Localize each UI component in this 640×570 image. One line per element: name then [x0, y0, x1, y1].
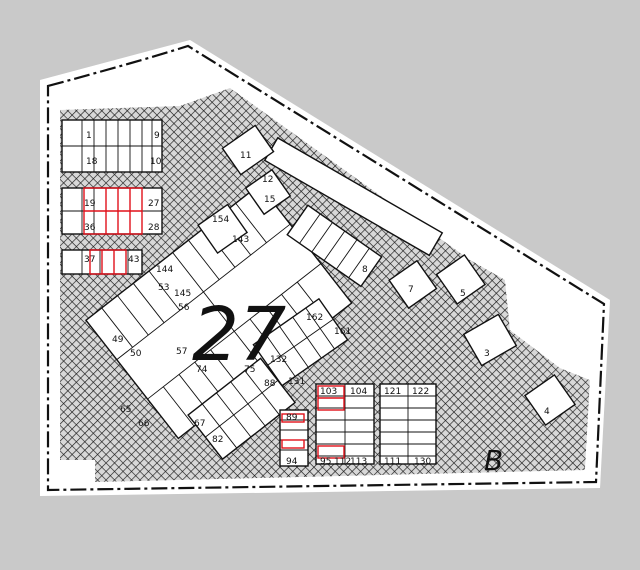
block-number: 27 — [192, 292, 286, 378]
lot-label: 9 — [154, 131, 160, 141]
lot-label: 132 — [270, 355, 287, 365]
building-11 — [221, 124, 275, 176]
lot-label: 5 — [460, 289, 466, 299]
lot-label: 122 — [412, 387, 429, 397]
lot-label: 111 — [384, 457, 401, 467]
garage-row-8 — [286, 204, 383, 288]
block-121-130 — [379, 383, 437, 465]
lot-label: 145 — [174, 289, 191, 299]
corner-mark: B — [484, 444, 503, 477]
block-89-94 — [279, 409, 309, 467]
lot-label: 143 — [232, 235, 249, 245]
lot-label: 53 — [158, 283, 169, 293]
lot-label: 161 — [334, 327, 351, 337]
lot-label: 57 — [176, 347, 187, 357]
lot-label: 121 — [384, 387, 401, 397]
building-12 — [244, 168, 292, 216]
block-131-162 — [252, 297, 349, 387]
lot-label: 36 — [84, 223, 96, 233]
lot-label: 7 — [408, 285, 414, 295]
lot-label: 3 — [484, 349, 490, 359]
lot-label: 15 — [264, 195, 275, 205]
lot-label: 113 — [350, 457, 367, 467]
block-95-113 — [315, 383, 375, 465]
lot-label: 8 — [362, 265, 368, 275]
lot-label: 56 — [178, 303, 190, 313]
block-75-82 — [187, 357, 297, 461]
lot-label: 88 — [264, 379, 276, 389]
site-boundary — [46, 44, 606, 492]
building-7 — [388, 259, 438, 310]
building-15 — [197, 203, 249, 255]
lot-label: 11 — [240, 151, 251, 161]
parking-row-2 — [61, 187, 163, 235]
lot-label: 67 — [194, 419, 205, 429]
lot-label: 104 — [350, 387, 367, 397]
lot-label: 19 — [84, 199, 96, 209]
lot-label: 43 — [128, 255, 139, 265]
lot-labels: 1 9 18 10 19 27 36 28 37 43 144 53 145 5… — [84, 131, 550, 467]
lot-label: 154 — [212, 215, 229, 225]
lot-label: 10 — [150, 157, 162, 167]
lot-label: 144 — [156, 265, 173, 275]
building-4 — [523, 373, 577, 427]
lot-label: 75 — [244, 365, 255, 375]
lot-label: 82 — [212, 435, 223, 445]
lot-label: 1 — [86, 131, 92, 141]
lot-label: 27 — [148, 199, 159, 209]
lot-label: 131 — [288, 377, 305, 387]
lot-label: 37 — [84, 255, 95, 265]
lot-label: 12 — [262, 175, 273, 185]
parking-row-3 — [61, 249, 143, 275]
lot-label: 162 — [306, 313, 323, 323]
lot-label: 49 — [112, 335, 124, 345]
lot-label: 50 — [130, 349, 142, 359]
lot-label: 74 — [196, 365, 208, 375]
lot-label: 4 — [544, 407, 550, 417]
lot-label: 103 — [320, 387, 337, 397]
lot-label: 65 — [120, 405, 131, 415]
lot-label: 66 — [138, 419, 150, 429]
lot-label: 28 — [148, 223, 160, 233]
parking-row-1 — [61, 119, 163, 173]
lot-label: 18 — [86, 157, 98, 167]
lot-label: 130 — [414, 457, 431, 467]
lot-label: 112 — [334, 457, 351, 467]
open-yard — [505, 280, 605, 488]
lot-label: 89 — [286, 413, 298, 423]
lot-label: 94 — [286, 457, 298, 467]
lot-label: 95 — [320, 457, 331, 467]
building-5 — [435, 253, 487, 305]
building-3 — [462, 313, 518, 367]
